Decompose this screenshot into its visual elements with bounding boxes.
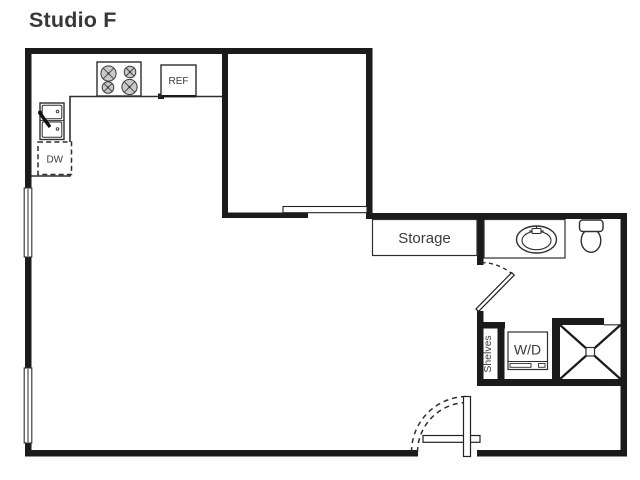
wall-bottom-right bbox=[477, 450, 627, 457]
wall-bedroom-left bbox=[222, 48, 228, 218]
windows bbox=[23, 187, 33, 444]
window-upper bbox=[23, 187, 33, 258]
bathroom-sink-icon bbox=[515, 225, 558, 254]
wall-closet-left bbox=[477, 311, 484, 386]
wall-shelves-right bbox=[497, 322, 505, 386]
stove bbox=[96, 61, 142, 97]
wall-storage-bath-divider bbox=[477, 219, 484, 265]
storage-label: Storage bbox=[398, 230, 451, 247]
shower bbox=[559, 324, 622, 380]
washer-dryer: W/D bbox=[507, 331, 549, 371]
dishwasher: DW bbox=[37, 141, 73, 176]
window-lower bbox=[23, 367, 33, 444]
wall-hall-top bbox=[366, 213, 627, 219]
kitchen-sink bbox=[38, 102, 65, 141]
wall-bedroom-bottom bbox=[222, 212, 308, 218]
wall-bedroom-right bbox=[366, 48, 373, 219]
plan-title: Studio F bbox=[29, 8, 117, 32]
stove-burner-icon bbox=[100, 65, 138, 96]
bathroom-door-leaf bbox=[475, 271, 516, 313]
sliding-door bbox=[282, 205, 368, 214]
bathroom-door bbox=[475, 261, 516, 313]
refrigerator-label: REF bbox=[169, 76, 189, 87]
entry-door-jamb bbox=[422, 434, 481, 443]
shelves-label: Shelves bbox=[482, 335, 494, 372]
faucet-icon bbox=[38, 110, 52, 128]
storage-closet: Storage bbox=[371, 218, 478, 257]
entry-door-leaf bbox=[462, 395, 472, 458]
wall-bottom-left bbox=[25, 450, 418, 457]
refrigerator: REF bbox=[160, 64, 197, 98]
wall-right bbox=[620, 213, 627, 457]
wall-shower-top bbox=[552, 318, 604, 325]
wall-closet-top-stub bbox=[477, 322, 505, 329]
entry-door-swing-arc-outer bbox=[410, 395, 468, 453]
shower-drain-icon bbox=[585, 346, 596, 357]
washer-dryer-label: W/D bbox=[514, 342, 541, 358]
toilet-icon bbox=[578, 219, 604, 253]
entry-door-swing-arc-inner bbox=[416, 401, 468, 453]
wall-laundry-bottom bbox=[477, 379, 627, 386]
bathroom-vanity bbox=[483, 218, 566, 259]
wall-wd-shower-divider bbox=[552, 318, 560, 386]
entry-door bbox=[410, 395, 481, 458]
wall-top bbox=[25, 48, 372, 54]
dishwasher-label: DW bbox=[46, 155, 63, 166]
kitchen-counter-edge bbox=[31, 95, 222, 177]
